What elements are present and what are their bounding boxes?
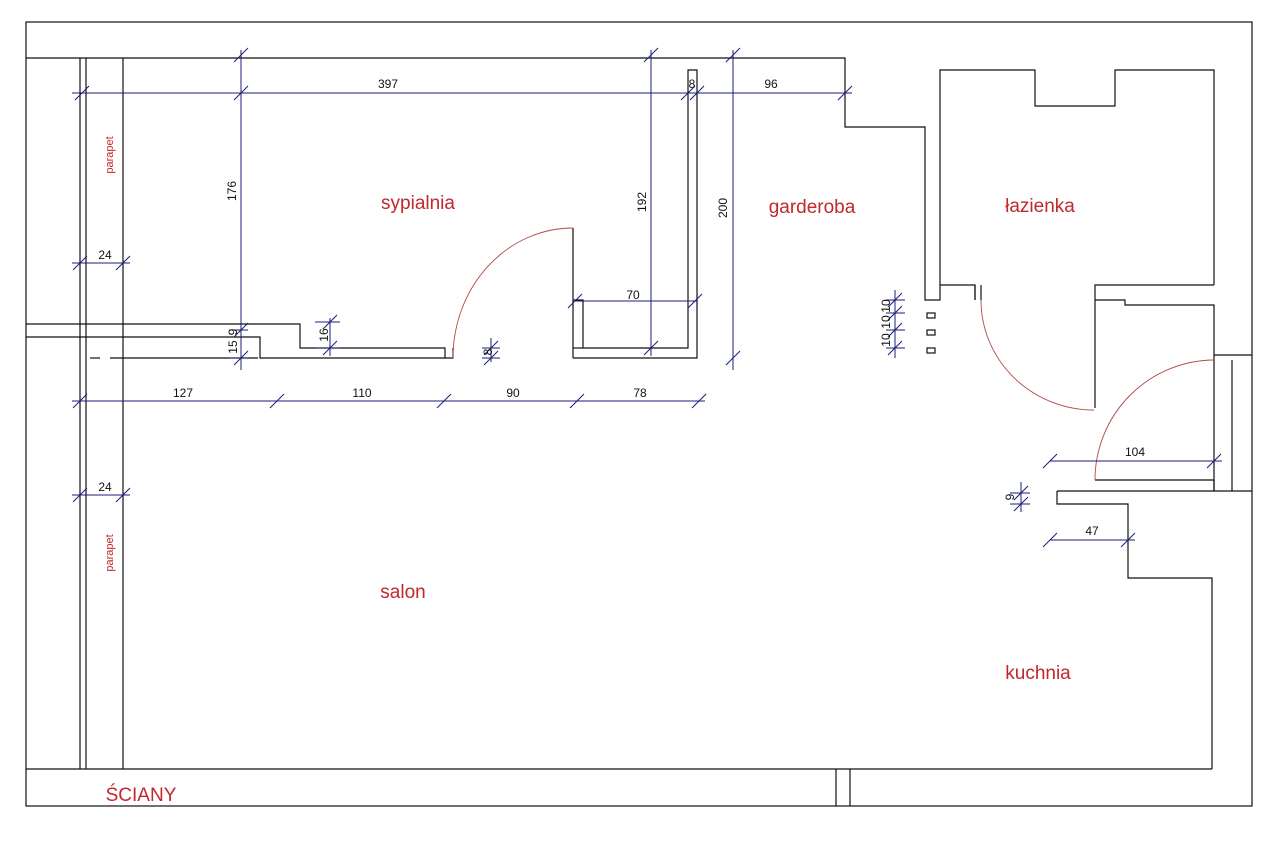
dimension-labels: 397 8 96 176 192 200 24 24 70 16 15 9 8 …: [98, 77, 1145, 538]
dim-90: 90: [506, 386, 520, 400]
parapet-label-top: parapet: [104, 136, 116, 173]
room-label-lazienka: łazienka: [1005, 196, 1075, 217]
dimension-lines: [72, 50, 1222, 541]
room-label-salon: salon: [380, 582, 425, 603]
dim-24-top: 24: [98, 248, 112, 262]
door-swings: [452, 227, 1215, 481]
dim-9: 9: [226, 328, 240, 335]
dim-70: 70: [626, 288, 640, 302]
dimension-ticks: [72, 47, 1222, 548]
dim-8-top: 8: [689, 77, 696, 91]
dim-47: 47: [1085, 524, 1099, 538]
dim-10-c: 10: [879, 333, 893, 347]
dim-10-a: 10: [879, 299, 893, 313]
room-label-sypialnia: sypialnia: [381, 193, 455, 214]
walls: [26, 57, 1252, 806]
dim-192: 192: [635, 192, 649, 212]
dim-24-bottom: 24: [98, 480, 112, 494]
legend-walls-label: ŚCIANY: [106, 784, 177, 806]
dim-78: 78: [633, 386, 647, 400]
dim-127: 127: [173, 386, 193, 400]
room-label-garderoba: garderoba: [769, 197, 856, 218]
dim-96: 96: [764, 77, 778, 91]
dim-8: 8: [481, 348, 495, 355]
room-label-kuchnia: kuchnia: [1005, 663, 1071, 684]
dim-104: 104: [1125, 445, 1145, 459]
parapet-label-bottom: parapet: [104, 534, 116, 571]
dim-10-b: 10: [879, 315, 893, 329]
dim-9-kitchen: 9: [1003, 493, 1017, 500]
dim-176: 176: [225, 181, 239, 201]
dim-15: 15: [226, 340, 240, 354]
outer-frame: [25, 21, 1253, 807]
dim-110: 110: [352, 386, 371, 400]
dim-200: 200: [716, 198, 730, 218]
dim-397: 397: [378, 77, 398, 91]
dim-16: 16: [317, 328, 331, 342]
